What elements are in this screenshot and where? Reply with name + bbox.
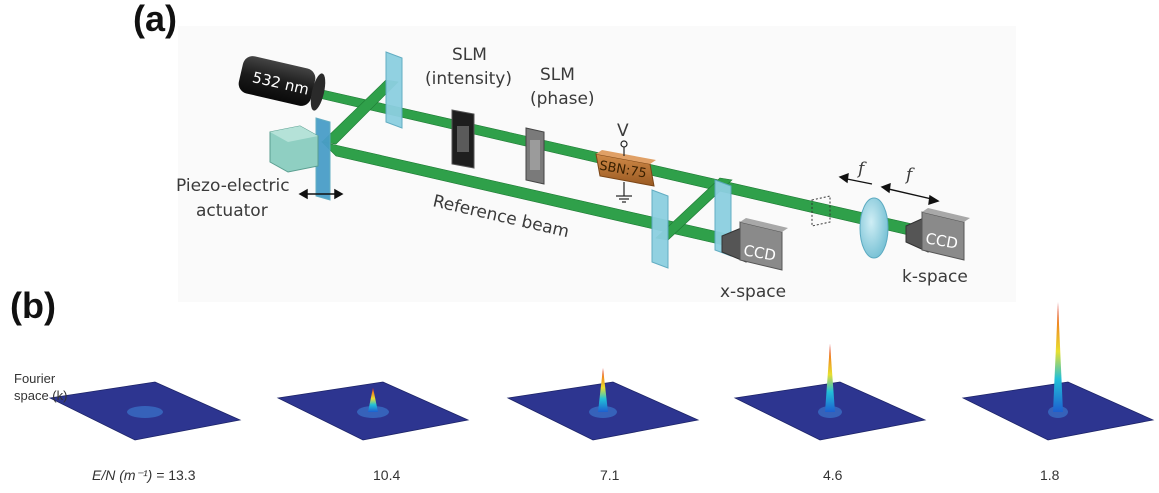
ccd-k-camera: [905, 208, 970, 261]
panel-label-b: (b): [10, 285, 56, 326]
fourier-lens: [859, 197, 889, 259]
slm-intensity-sublabel: (intensity): [425, 69, 512, 89]
voltage-terminal: [616, 140, 632, 203]
fourier-peak-2: [368, 387, 378, 412]
slm-phase: [525, 127, 545, 185]
piezo-actuator: [269, 125, 319, 173]
value-label-3: 7.1: [600, 467, 620, 483]
x-space-label: x-space: [720, 282, 786, 302]
sbn-crystal: [595, 150, 656, 187]
slm-phase-sublabel: (phase): [530, 89, 595, 109]
fourier-base-1: [127, 406, 163, 418]
piezo-arrow: [298, 188, 344, 200]
piezo-mirror: [315, 117, 331, 201]
panel-label-a: (a): [133, 0, 177, 39]
fourier-plates: [48, 302, 1155, 441]
ccd-x-camera: [721, 218, 788, 271]
fourier-axis-label-line2: space (k): [14, 388, 68, 403]
beam-splitter-1: [385, 51, 403, 129]
fourier-axis-label-line1: Fourier: [14, 371, 56, 386]
piezo-sublabel: actuator: [196, 201, 268, 221]
piezo-label: Piezo-electric: [176, 176, 290, 196]
value-label-1: E/N (m⁻¹) = 13.3: [92, 467, 195, 484]
mirror-2: [651, 189, 669, 269]
slm-intensity: [451, 109, 475, 169]
value-label-2: 10.4: [373, 467, 401, 483]
fourier-peak-4: [825, 343, 835, 412]
fourier-axis-label: Fourier space (k): [14, 370, 67, 404]
fourier-peak-3: [598, 368, 608, 412]
ccd-x-label: CCD: [742, 241, 777, 264]
voltage-label: V: [617, 121, 629, 141]
focal-label-2: f: [904, 165, 915, 185]
k-space-label: k-space: [902, 267, 968, 287]
fourier-plane: [811, 195, 831, 227]
value-label-5: 1.8: [1040, 467, 1060, 483]
ccd-k-label: CCD: [924, 229, 959, 252]
laser-source: [238, 56, 326, 111]
slm-intensity-label: SLM: [452, 45, 487, 65]
value-1: 13.3: [168, 467, 196, 483]
slm-phase-label: SLM: [540, 65, 575, 85]
fourier-peak-5: [1053, 302, 1063, 412]
en-prefix: E/N (m⁻¹) =: [92, 467, 169, 483]
focal-arrows: [838, 172, 940, 206]
value-label-4: 4.6: [823, 467, 843, 483]
focal-label-1: f: [856, 159, 867, 179]
